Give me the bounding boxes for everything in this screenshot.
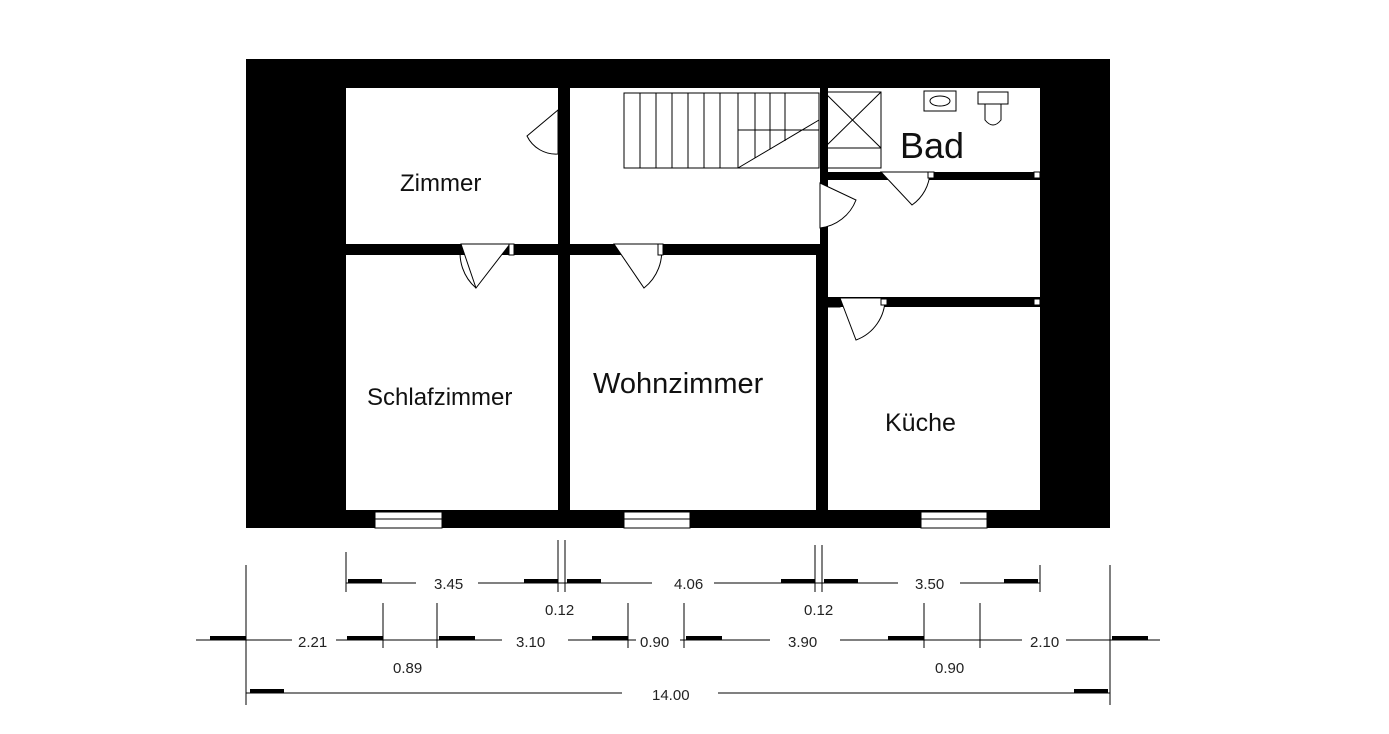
room-label-wohnzimmer: Wohnzimmer — [593, 368, 764, 400]
dimension-row-1 — [345, 540, 1041, 592]
dim-3.10: 3.10 — [516, 634, 545, 651]
room-label-zimmer: Zimmer — [400, 170, 481, 197]
dim-0.89: 0.89 — [393, 660, 422, 677]
doors — [459, 108, 931, 341]
dim-0.90-mid: 0.90 — [640, 634, 669, 651]
wohnzimmer-interior — [570, 255, 816, 510]
dim-4.06: 4.06 — [674, 576, 703, 593]
zimmer-interior — [346, 88, 558, 244]
door-schlafzimmer — [460, 243, 512, 290]
kueche-interior — [828, 307, 1040, 510]
dim-total-14.00: 14.00 — [652, 687, 690, 704]
windows — [374, 511, 988, 529]
schlafzimmer-interior — [346, 255, 558, 510]
dim-0.12-a: 0.12 — [545, 602, 574, 619]
dim-3.45: 3.45 — [434, 576, 463, 593]
shower — [823, 91, 882, 169]
bathroom-fixtures — [923, 90, 1009, 126]
toilet-icon — [977, 91, 1009, 105]
dim-2.21: 2.21 — [298, 634, 327, 651]
sink-icon — [923, 90, 957, 112]
corridor-interior — [828, 180, 1040, 297]
room-label-schlafzimmer: Schlafzimmer — [367, 384, 512, 411]
door-zimmer — [526, 108, 559, 155]
staircase — [623, 92, 820, 169]
room-label-kueche: Küche — [885, 409, 956, 437]
wall-details — [508, 171, 1041, 308]
dim-2.10: 2.10 — [1030, 634, 1059, 651]
dim-0.90-right: 0.90 — [935, 660, 964, 677]
dim-0.12-b: 0.12 — [804, 602, 833, 619]
dimension-row-2 — [196, 565, 1160, 705]
hall-interior — [570, 88, 820, 244]
dim-3.50: 3.50 — [915, 576, 944, 593]
room-label-bad: Bad — [900, 125, 964, 166]
dimension-total — [246, 686, 1110, 700]
door-hall — [819, 182, 857, 229]
room-interiors — [346, 88, 1040, 510]
dim-3.90: 3.90 — [788, 634, 817, 651]
